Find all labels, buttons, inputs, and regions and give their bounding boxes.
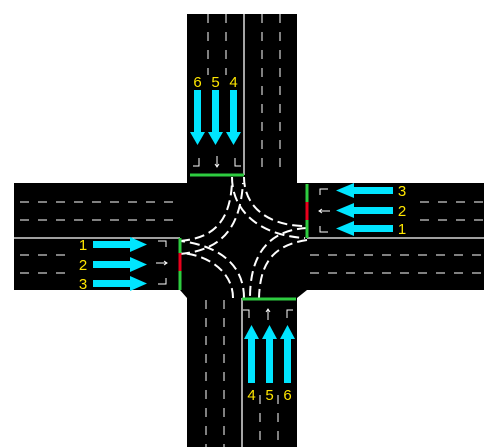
left-turn-arrow — [243, 309, 250, 318]
lane-arrow-north-6 — [190, 90, 205, 145]
straight-arrow — [318, 208, 330, 214]
lane-number-east-3: 3 — [398, 183, 406, 200]
lane-number-south-5: 5 — [265, 387, 273, 404]
lane-number-west-3: 3 — [79, 276, 87, 293]
lane-arrow-east-1 — [336, 221, 393, 236]
turn-paths — [179, 176, 308, 299]
lane-arrow-east-3 — [336, 183, 393, 198]
turn-path-north-left — [243, 176, 306, 227]
turn-path-north-left — [231, 176, 306, 239]
right-turn-arrow — [158, 278, 167, 285]
lane-number-north-6: 6 — [193, 74, 201, 91]
turn-indicators — [156, 156, 330, 320]
west-road — [14, 183, 194, 290]
lane-number-south-6: 6 — [283, 387, 291, 404]
turn-path-east-left — [258, 239, 308, 299]
straight-arrow — [156, 260, 168, 266]
lane-arrow-west-1 — [93, 237, 147, 252]
lane-arrow-west-2 — [93, 257, 147, 272]
intersection-box — [180, 183, 307, 298]
lane-arrow-south-5 — [262, 325, 277, 383]
center-lines — [14, 14, 484, 447]
lane-number-west-1: 1 — [79, 237, 87, 254]
lane-number-east-2: 2 — [398, 203, 406, 220]
north-road — [187, 14, 297, 189]
left-turn-arrow — [234, 158, 241, 167]
straight-arrow — [214, 156, 220, 168]
right-turn-arrow — [193, 158, 200, 167]
lane-arrow-south-4 — [244, 325, 259, 383]
straight-arrow — [265, 308, 271, 320]
right-turn-arrow — [286, 309, 293, 318]
lane-number-north-5: 5 — [211, 74, 219, 91]
lane-arrow-west-3 — [93, 276, 147, 291]
lane-number-south-4: 4 — [247, 387, 255, 404]
signal-bars — [178, 173, 309, 301]
turn-path-east-left — [249, 227, 308, 299]
left-turn-arrow — [158, 240, 167, 247]
lane-arrow-east-2 — [336, 203, 393, 218]
turn-path-south-left — [179, 240, 245, 299]
turn-path-west-left — [179, 182, 233, 242]
lane-number-east-1: 1 — [398, 221, 406, 238]
lane-number-north-4: 4 — [229, 74, 237, 91]
left-turn-arrow — [319, 226, 328, 233]
lane-arrow-south-6 — [280, 325, 295, 383]
lane-number-west-2: 2 — [79, 257, 87, 274]
lane-dashes — [20, 14, 484, 447]
lane-arrow-north-5 — [208, 90, 223, 145]
turn-path-west-left — [179, 182, 244, 255]
lane-numbers: 6 5 4 4 5 6 1 2 3 3 2 1 — [79, 74, 406, 404]
east-road — [291, 183, 484, 290]
lane-arrow-north-4 — [226, 90, 241, 145]
right-turn-arrow — [319, 188, 328, 195]
lane-arrows — [93, 90, 393, 383]
